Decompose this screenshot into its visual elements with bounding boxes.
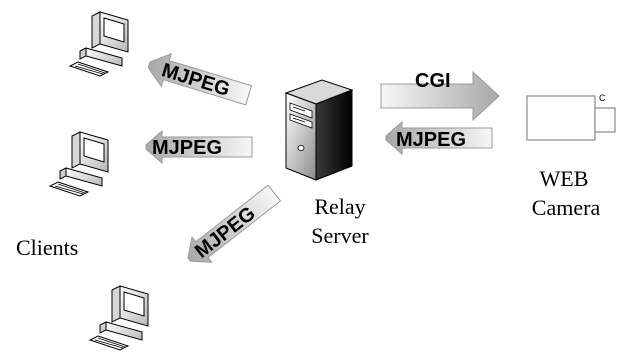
desktop-computer-icon bbox=[89, 285, 149, 351]
arrow-mjpeg-camera: MJPEG bbox=[385, 120, 493, 156]
desktop-computer-icon bbox=[69, 11, 129, 77]
arrow-mjpeg-top: MJPEG bbox=[147, 53, 253, 106]
arrow-label-camera: MJPEG bbox=[396, 129, 466, 151]
web-camera-icon: C bbox=[526, 93, 616, 141]
arrow-cgi: CGI bbox=[380, 70, 500, 122]
client-bottom bbox=[89, 285, 149, 351]
relay-server-label-line1: Relay bbox=[314, 194, 365, 219]
arrow-shape bbox=[147, 53, 253, 106]
server-tower-icon bbox=[284, 79, 354, 181]
arrow-label-top: MJPEG bbox=[159, 59, 232, 101]
arrow-label-middle: MJPEG bbox=[152, 137, 222, 159]
camera-marker: C bbox=[599, 93, 606, 103]
arrow-shape bbox=[145, 129, 253, 165]
arrow-label-cgi: CGI bbox=[415, 70, 451, 92]
client-top bbox=[69, 11, 129, 77]
arrow-shape bbox=[385, 120, 493, 156]
camera-label-line2: Camera bbox=[532, 195, 601, 220]
camera-label-line1: WEB bbox=[540, 166, 589, 191]
arrow-mjpeg-middle: MJPEG bbox=[145, 129, 253, 165]
arrow-mjpeg-bottom: MJPEG bbox=[187, 184, 282, 263]
relay-server: Relay Server bbox=[284, 79, 369, 248]
web-camera: C WEB Camera bbox=[526, 93, 616, 220]
relay-server-label-line2: Server bbox=[311, 223, 369, 248]
arrow-label-bottom: MJPEG bbox=[191, 202, 260, 262]
desktop-computer-icon bbox=[49, 131, 109, 197]
client-middle bbox=[49, 131, 109, 197]
arrow-shape bbox=[380, 70, 500, 122]
arrow-shape bbox=[187, 184, 282, 263]
clients-label: Clients bbox=[16, 235, 78, 260]
